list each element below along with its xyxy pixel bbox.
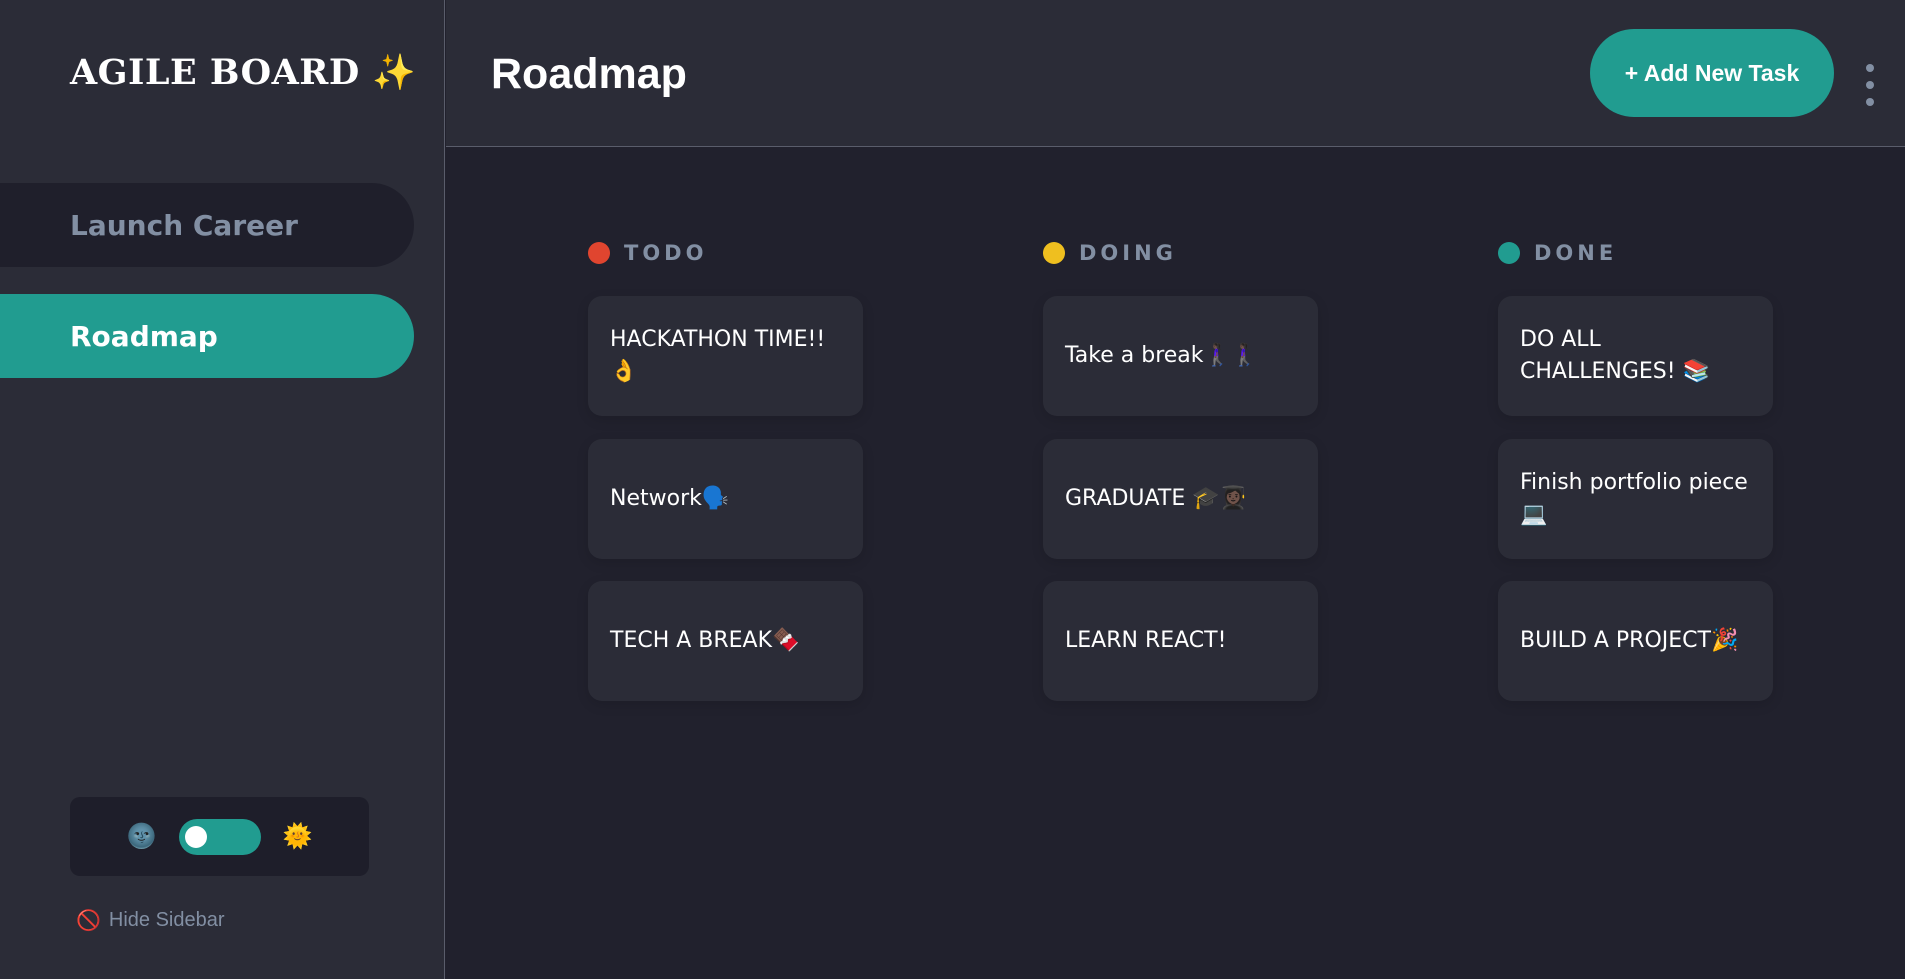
task-card[interactable]: GRADUATE 🎓👩🏿‍🎓: [1043, 439, 1318, 559]
vertical-ellipsis-icon[interactable]: [1862, 64, 1878, 106]
column-title: DOING: [1079, 241, 1177, 265]
task-title: LEARN REACT!: [1065, 628, 1227, 653]
sidebar: AGILE BOARD ✨ Launch Career Roadmap 🌚 🌞 …: [0, 0, 445, 979]
task-card[interactable]: LEARN REACT!: [1043, 581, 1318, 701]
add-new-task-button[interactable]: + Add New Task: [1590, 29, 1834, 117]
column-done: DONE DO ALL CHALLENGES! 📚 Finish portfol…: [1498, 238, 1773, 701]
task-title: BUILD A PROJECT🎉: [1520, 628, 1739, 653]
page-title: Roadmap: [491, 50, 687, 98]
task-card[interactable]: DO ALL CHALLENGES! 📚: [1498, 296, 1773, 416]
column-title: DONE: [1534, 241, 1618, 265]
column-todo: TODO HACKATHON TIME!! 👌 Network🗣️ TECH A…: [588, 238, 863, 701]
sidebar-item-label: Roadmap: [70, 319, 218, 353]
header: Roadmap + Add New Task: [446, 0, 1905, 147]
task-card[interactable]: Finish portfolio piece 💻: [1498, 439, 1773, 559]
task-card[interactable]: BUILD A PROJECT🎉: [1498, 581, 1773, 701]
sun-icon: 🌞: [282, 822, 313, 850]
task-title: DO ALL CHALLENGES! 📚: [1520, 327, 1710, 384]
menu-dot: [1866, 81, 1874, 89]
task-title: HACKATHON TIME!! 👌: [610, 327, 826, 384]
status-dot: [1498, 242, 1520, 264]
prohibited-icon: 🚫: [76, 910, 101, 932]
task-title: Take a break🚶🏿‍♀️🚶🏿‍♀️: [1065, 343, 1259, 368]
status-dot: [588, 242, 610, 264]
task-card[interactable]: Network🗣️: [588, 439, 863, 559]
task-title: GRADUATE 🎓👩🏿‍🎓: [1065, 486, 1247, 511]
moon-icon: 🌚: [126, 822, 157, 850]
task-card[interactable]: HACKATHON TIME!! 👌: [588, 296, 863, 416]
menu-dot: [1866, 98, 1874, 106]
column-title: TODO: [624, 241, 708, 265]
task-title: Finish portfolio piece 💻: [1520, 470, 1748, 527]
theme-switcher: 🌚 🌞: [70, 797, 369, 876]
task-card[interactable]: TECH A BREAK🍫: [588, 581, 863, 701]
column-header: TODO: [588, 238, 863, 268]
sidebar-item-label: Launch Career: [70, 208, 298, 242]
hide-sidebar-button[interactable]: 🚫 Hide Sidebar: [76, 908, 225, 933]
task-card[interactable]: Take a break🚶🏿‍♀️🚶🏿‍♀️: [1043, 296, 1318, 416]
theme-toggle[interactable]: [178, 818, 261, 855]
menu-dot: [1866, 64, 1874, 72]
sidebar-item-roadmap[interactable]: Roadmap: [0, 294, 414, 378]
status-dot: [1043, 242, 1065, 264]
column-header: DOING: [1043, 238, 1318, 268]
toggle-knob: [184, 825, 207, 848]
app-logo: AGILE BOARD ✨: [70, 52, 417, 93]
column-doing: DOING Take a break🚶🏿‍♀️🚶🏿‍♀️ GRADUATE 🎓👩…: [1043, 238, 1318, 701]
task-title: Network🗣️: [610, 486, 730, 511]
sidebar-item-launch-career[interactable]: Launch Career: [0, 183, 414, 267]
hide-sidebar-label: Hide Sidebar: [108, 909, 225, 931]
task-title: TECH A BREAK🍫: [610, 628, 800, 653]
column-header: DONE: [1498, 238, 1773, 268]
